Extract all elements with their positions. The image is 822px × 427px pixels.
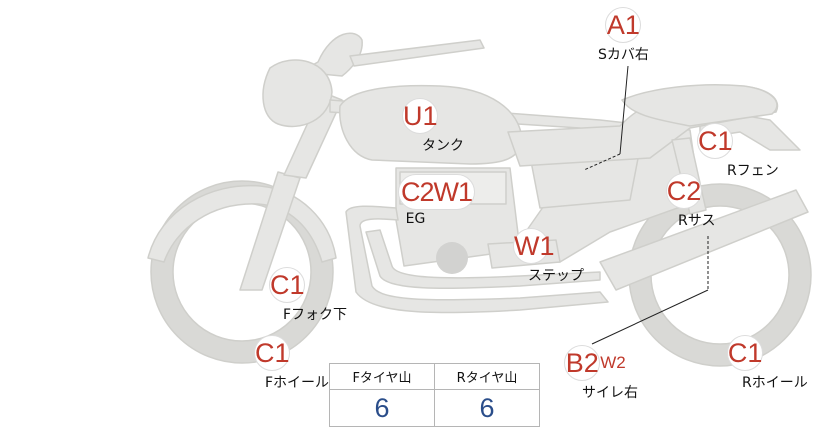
damage-mark-front-fork-lower: C1 Fフォク下 <box>227 267 347 324</box>
damage-part-label: Sカバ右 <box>598 47 649 63</box>
rear-tire-tread-header: Rタイヤ山 <box>434 363 540 390</box>
damage-mark-muffler-right: B2 W2 サイレ右 <box>552 345 638 402</box>
damage-part-label: ステップ <box>528 268 584 284</box>
damage-code-badge: A1 <box>605 7 642 43</box>
damage-code-badge: C1 <box>726 335 763 371</box>
damage-mark-engine: C2W1 EG <box>398 174 476 227</box>
headlight <box>262 59 333 128</box>
damage-part-label: サイレ右 <box>582 385 638 401</box>
tire-tread-table: Fタイヤ山 Rタイヤ山 6 6 <box>329 363 540 427</box>
damage-sub-code: W2 <box>600 353 626 372</box>
damage-mark-step: W1 ステップ <box>478 228 584 285</box>
damage-mark-front-wheel: C1 Fホイール <box>215 335 329 392</box>
front-tire-tread-value: 6 <box>329 389 435 427</box>
damage-code-badge: W1 <box>513 228 555 264</box>
rear-tire-tread-value: 6 <box>434 389 540 427</box>
damage-part-label: Fフォク下 <box>283 307 348 323</box>
damage-mark-rear-suspension: C2 Rサス <box>652 173 715 230</box>
damage-code-badge: C1 <box>697 123 733 159</box>
damage-mark-tank: U1 タンク <box>376 98 464 155</box>
damage-mark-rear-fender: C1 Rフェン <box>697 123 779 180</box>
damage-mark-rear-wheel: C1 Rホイール <box>682 335 808 392</box>
damage-part-label: Fホイール <box>265 375 330 391</box>
exhaust-pipes <box>345 205 609 314</box>
damage-part-label: Rフェン <box>727 163 779 179</box>
damage-part-label: タンク <box>422 138 464 154</box>
damage-code-badge: C1 <box>254 335 291 371</box>
damage-part-label: Rサス <box>678 213 716 229</box>
damage-code-badge: U1 <box>402 98 438 134</box>
damage-code-badge: C2W1 <box>398 174 476 210</box>
damage-code-badge: C1 <box>269 267 306 303</box>
front-tire-tread-header: Fタイヤ山 <box>329 363 435 390</box>
damage-part-label: EG <box>405 211 426 227</box>
damage-code-badge: C2 <box>665 173 702 209</box>
front-fork <box>239 171 301 291</box>
damage-part-label: Rホイール <box>742 375 808 391</box>
damage-code-badge: B2 <box>564 345 601 381</box>
damage-mark-side-cover-right: A1 Sカバ右 <box>598 7 649 64</box>
muffler <box>599 189 809 291</box>
